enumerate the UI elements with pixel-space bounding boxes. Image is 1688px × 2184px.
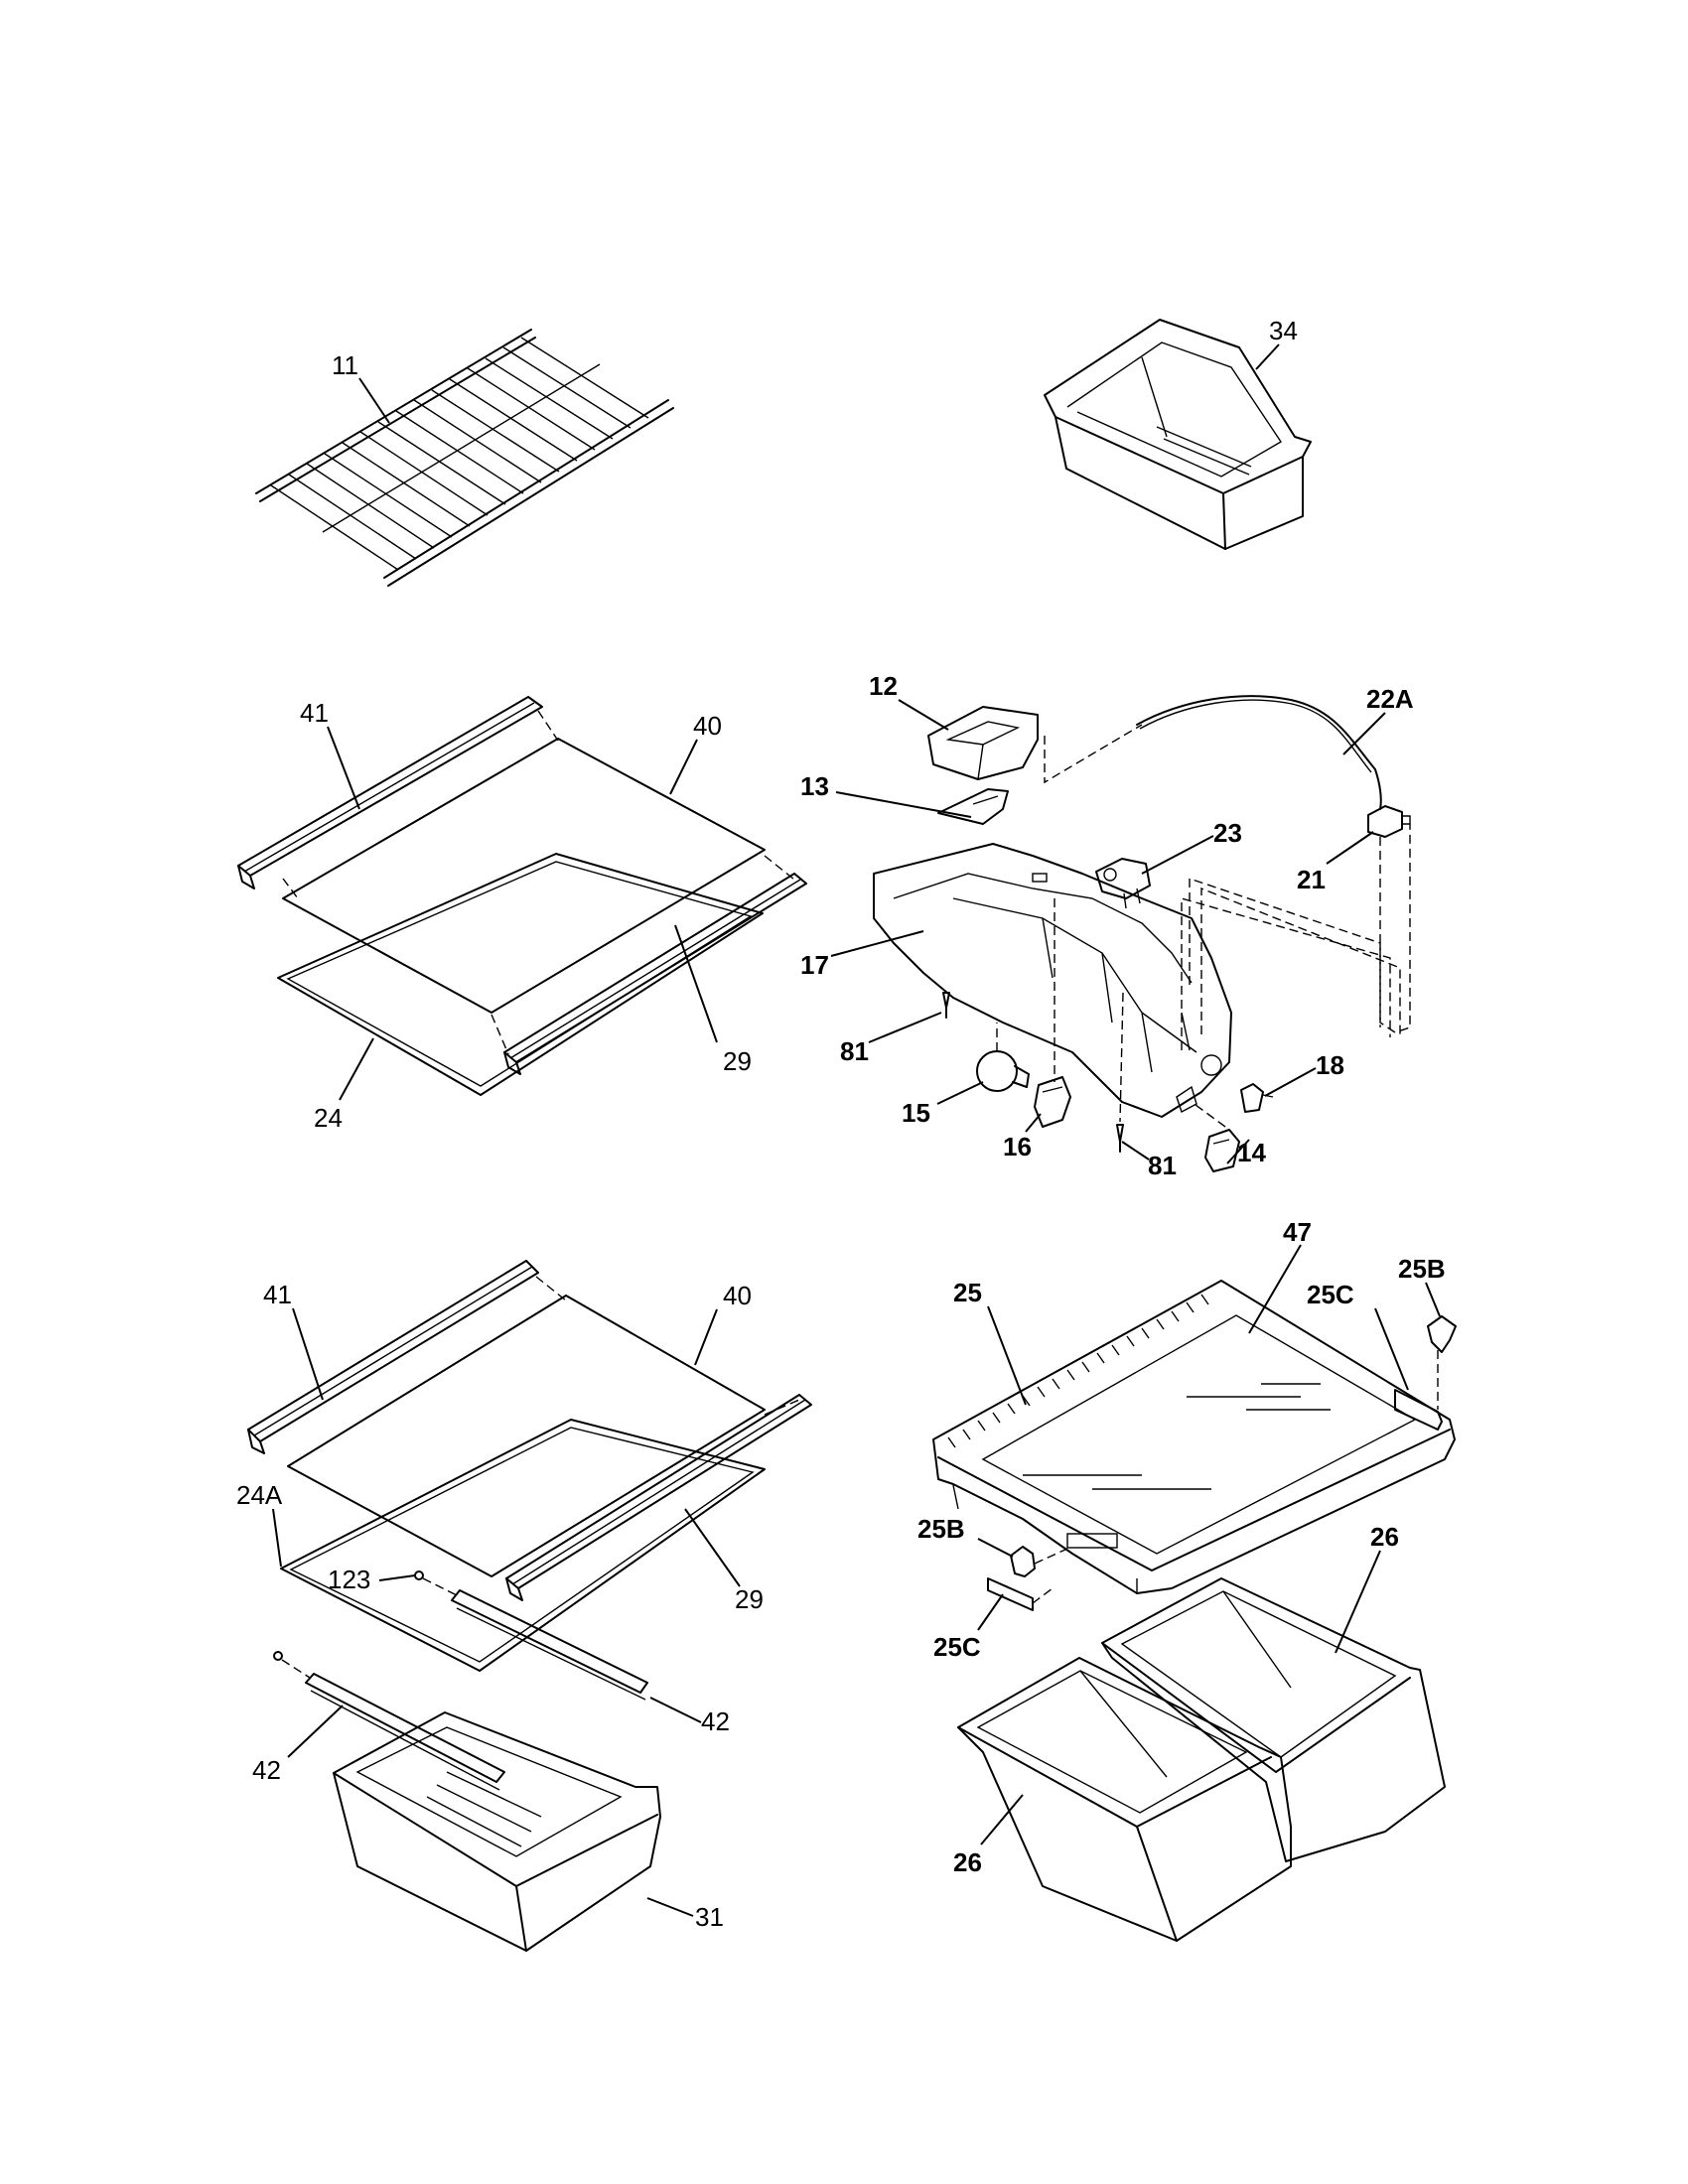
callout-14: 14 [1237,1138,1266,1167]
callout-47: 47 [1283,1217,1312,1247]
callout-17: 17 [800,950,829,980]
callout-29-lower: 29 [735,1584,764,1614]
callout-81-upper: 81 [840,1036,869,1066]
callout-24A: 24A [236,1480,283,1510]
control-housing-assembly [873,695,1411,1172]
callout-40-lower: 40 [723,1281,752,1310]
callout-12: 12 [869,671,898,701]
callout-123: 123 [328,1565,370,1594]
callout-24: 24 [314,1103,343,1133]
callout-40-upper: 40 [693,711,722,741]
shelf-assembly-upper [237,696,807,1096]
callout-21: 21 [1297,865,1326,894]
callout-25B-top: 25B [1398,1254,1446,1284]
shelf-assembly-lower [247,1260,812,1952]
callout-15: 15 [902,1098,930,1128]
wire-shelf-11 [255,329,674,587]
callout-25C-bottom: 25C [933,1632,981,1662]
callout-81-lower: 81 [1148,1151,1177,1180]
callout-41-upper: 41 [300,698,329,728]
callout-41-lower: 41 [263,1280,292,1309]
callout-25: 25 [953,1278,982,1307]
callout-11: 11 [332,350,358,380]
callout-29-upper: 29 [723,1046,752,1076]
bin-34 [1044,319,1312,550]
callout-26-right: 26 [1370,1522,1399,1552]
callout-31: 31 [695,1902,724,1932]
callout-18: 18 [1316,1050,1344,1080]
crisper-assembly [932,1280,1457,1942]
callout-25C-top: 25C [1307,1280,1354,1309]
callout-26-left: 26 [953,1847,982,1877]
callout-22A: 22A [1366,684,1414,714]
callout-34: 34 [1269,316,1298,345]
callout-13: 13 [800,771,829,801]
callout-25B-bottom: 25B [917,1514,965,1544]
callout-42-left: 42 [252,1755,281,1785]
callout-23: 23 [1213,818,1242,848]
callout-42-right: 42 [701,1706,730,1736]
callout-16: 16 [1003,1132,1032,1161]
